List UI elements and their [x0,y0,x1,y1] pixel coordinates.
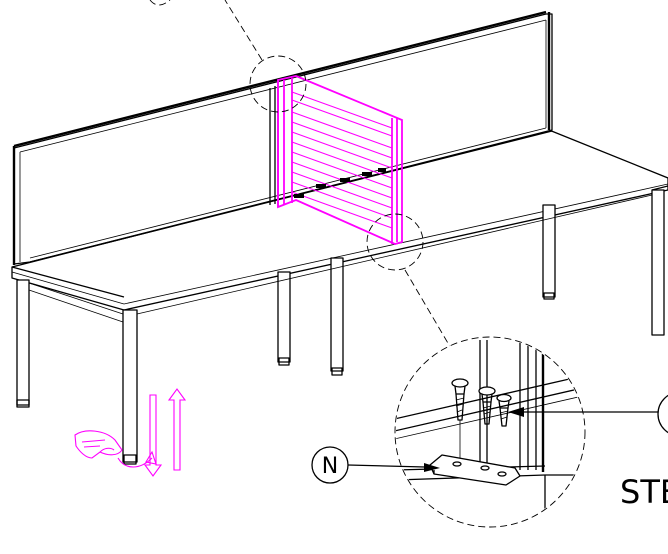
callout-n: N [311,446,440,484]
pointing-hand-icon [74,430,123,459]
divider-panel [277,75,403,245]
desk-legs [16,185,668,465]
screw-3 [496,393,512,427]
up-arrow-icon [167,388,187,471]
callout-n-label: N [322,454,338,479]
detail-callouts [149,0,453,351]
screw-1 [451,378,469,460]
screw-2 [478,386,496,462]
down-arrow-icon [143,394,163,477]
step-label: STE [620,473,668,511]
privacy-screen [12,10,553,265]
rotate-arrow-icon [117,450,157,468]
zoom-detail [394,336,586,528]
callout-m [508,394,668,434]
